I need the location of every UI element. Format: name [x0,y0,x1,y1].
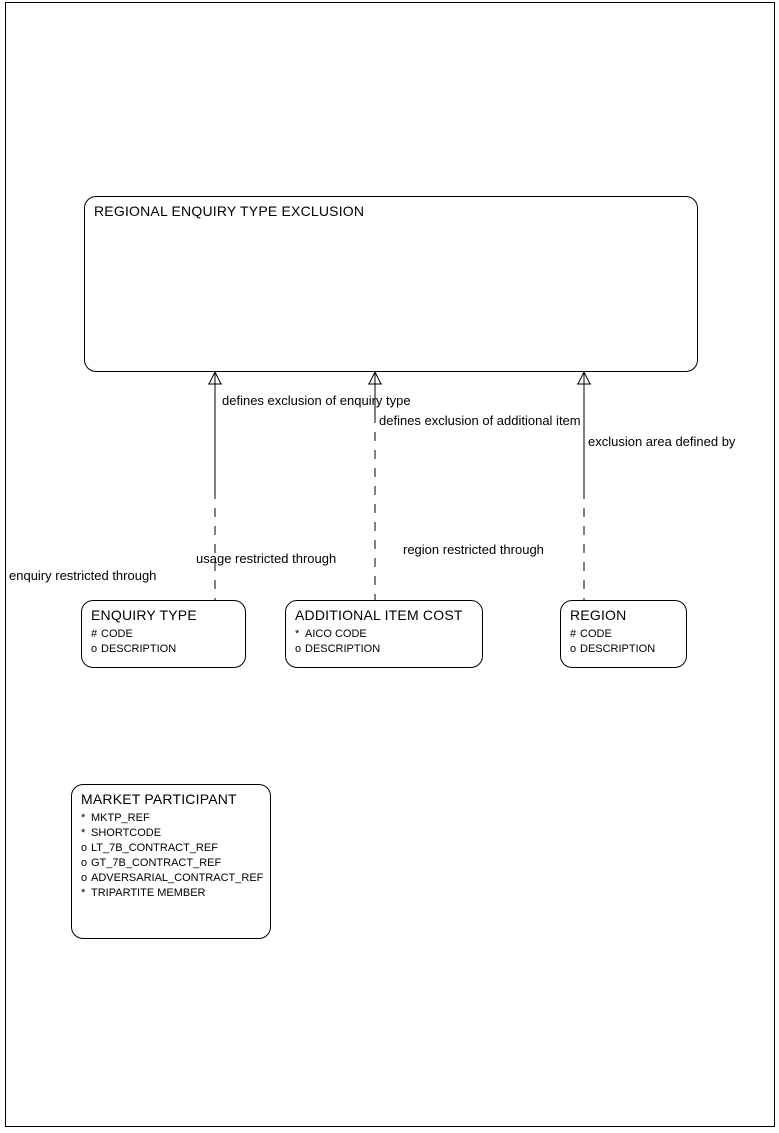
attribute-name: ADVERSARIAL_CONTRACT_REF [91,872,264,884]
entity-regional-enquiry-type-exclusion[interactable]: REGIONAL ENQUIRY TYPE EXCLUSION [84,196,698,372]
relationship-label-exclusion-area-defined-by: exclusion area defined by [588,434,736,449]
attribute-name: LT_7B_CONTRACT_REF [91,842,218,854]
attribute-marker: * [81,887,86,899]
attribute-name: DESCRIPTION [101,643,177,655]
relationship-label-region-restricted-through: region restricted through [403,542,544,557]
entity-market-participant[interactable]: MARKET PARTICIPANT *MKTP_REF *SHORTCODE … [71,784,271,939]
attribute-marker: # [570,628,577,640]
attribute-row: #CODE [570,627,655,642]
attribute-name: MKTP_REF [91,812,150,824]
attribute-name: SHORTCODE [91,827,162,839]
attribute-marker: o [570,643,577,655]
attribute-name: AICO CODE [305,628,367,640]
attribute-name: DESCRIPTION [580,643,656,655]
entity-title: REGIONAL ENQUIRY TYPE EXCLUSION [94,203,365,219]
attribute-marker: * [81,812,86,824]
attribute-row: #CODE [91,627,176,642]
attribute-name: GT_7B_CONTRACT_REF [91,857,222,869]
attribute-marker: o [295,643,302,655]
attribute-name: CODE [580,628,612,640]
attribute-marker: o [81,857,88,869]
attribute-name: CODE [101,628,133,640]
attribute-row: * MKTP_REF [81,811,263,826]
relationship-label-defines-exclusion-of-additional-item: defines exclusion of additional item [379,413,581,428]
attribute-marker: o [91,643,98,655]
attribute-marker: # [91,628,98,640]
entity-title: MARKET PARTICIPANT [81,791,237,807]
attribute-name: TRIPARTITE MEMBER [91,887,206,899]
attribute-row: * TRIPARTITE MEMBER [81,886,263,901]
attribute-name: DESCRIPTION [305,643,381,655]
relationship-label-defines-exclusion-of-enquiry-type: defines exclusion of enquiry type [222,393,411,408]
attribute-marker: o [81,842,88,854]
page-border [5,2,775,1127]
attribute-row: * SHORTCODE [81,826,263,841]
attribute-marker: o [81,872,88,884]
entity-title: ADDITIONAL ITEM COST [295,607,463,623]
entity-title: REGION [570,607,627,623]
attribute-marker: * [81,827,86,839]
attribute-row: * AICO CODE [295,627,380,642]
relationship-label-usage-restricted-through: usage restricted through [196,551,337,566]
attribute-marker: * [295,628,300,640]
relationship-label-enquiry-restricted-through: enquiry restricted through [9,568,157,583]
entity-title: ENQUIRY TYPE [91,607,197,623]
